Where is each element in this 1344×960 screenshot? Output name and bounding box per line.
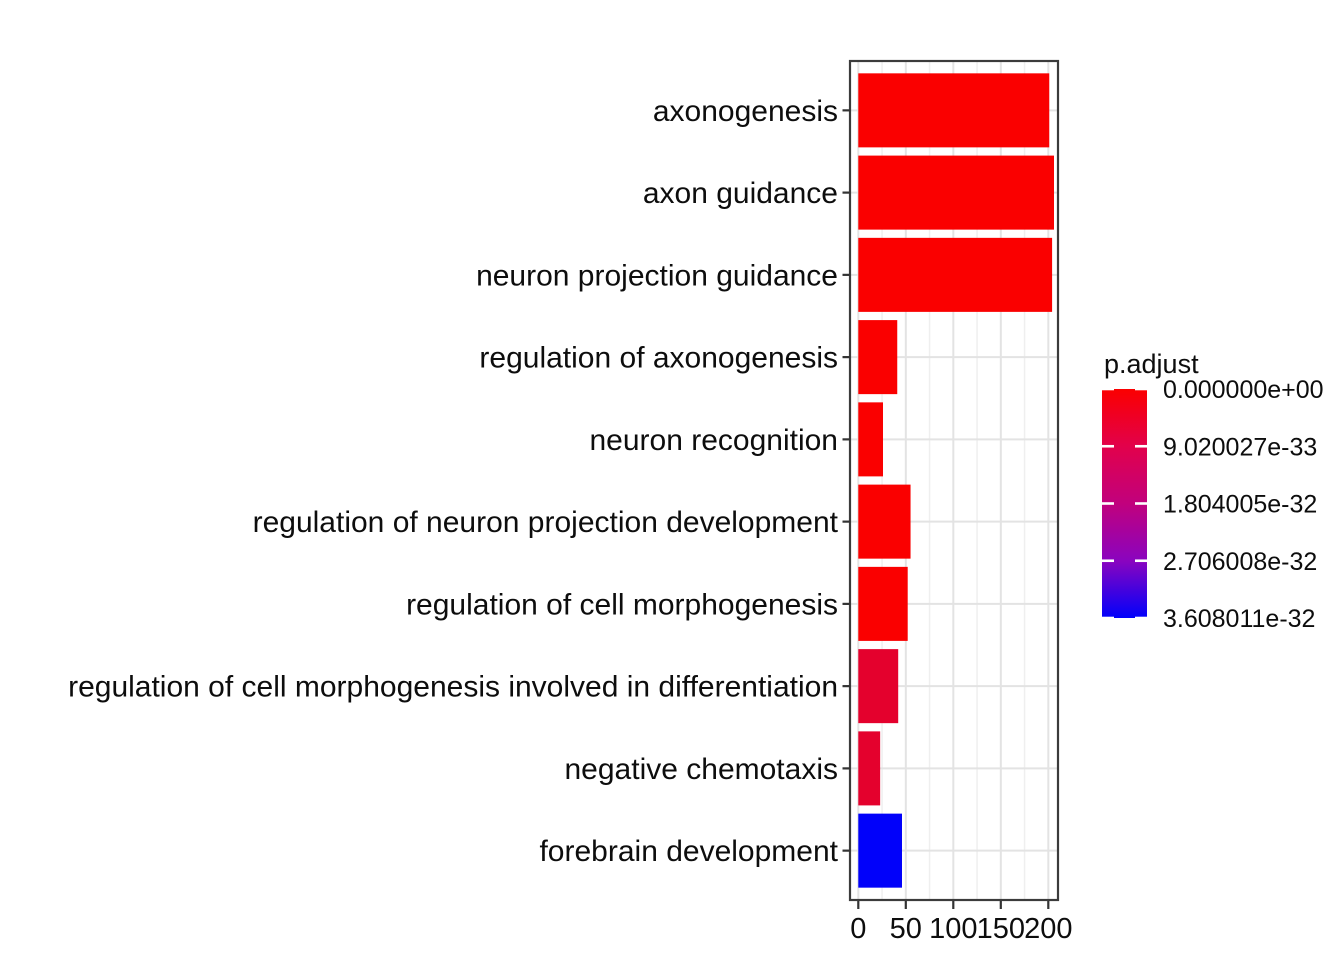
x-axis-tick-label: 100	[929, 913, 977, 945]
bar-regulation-of-cell-morphogenesis-involved-in-differentiation	[858, 649, 899, 724]
bar-negative-chemotaxis	[858, 731, 881, 806]
legend-title: p.adjust	[1104, 349, 1199, 379]
bar-neuron-projection-guidance	[858, 237, 1053, 312]
legend-label: 1.804005e-32	[1163, 491, 1317, 519]
y-axis-tick-label-neuron-recognition: neuron recognition	[589, 424, 838, 457]
bar-forebrain-development	[858, 813, 902, 888]
y-axis-tick-label-forebrain-development: forebrain development	[539, 835, 838, 868]
y-axis-tick-label-axon-guidance: axon guidance	[643, 177, 838, 210]
bar-regulation-of-cell-morphogenesis	[858, 566, 908, 641]
legend-label: 0.000000e+00	[1163, 376, 1324, 404]
panel-border	[848, 59, 1060, 902]
y-axis-tick-label-regulation-of-cell-morphogenesis: regulation of cell morphogenesis	[406, 588, 838, 621]
bar-neuron-recognition	[858, 402, 883, 477]
legend-label: 2.706008e-32	[1163, 548, 1317, 576]
x-axis-tick-label: 0	[850, 913, 866, 945]
x-axis-tick-label: 50	[890, 913, 922, 945]
bar-axon-guidance	[858, 155, 1054, 230]
y-axis-tick-label-negative-chemotaxis: negative chemotaxis	[565, 753, 839, 786]
y-axis-tick-label-regulation-of-axonogenesis: regulation of axonogenesis	[479, 342, 838, 375]
legend-label: 9.020027e-33	[1163, 433, 1317, 461]
bar-regulation-of-neuron-projection-development	[858, 484, 911, 559]
bar-axonogenesis	[858, 73, 1050, 148]
x-axis-tick-label: 150	[977, 913, 1025, 945]
y-axis-tick-label-neuron-projection-guidance: neuron projection guidance	[476, 259, 838, 292]
y-axis-tick-label-regulation-of-neuron-projection-development: regulation of neuron projection developm…	[253, 506, 839, 539]
y-axis-tick-label-regulation-of-cell-morphogenesis-involved-in-differentiation: regulation of cell morphogenesis involve…	[68, 671, 838, 704]
legend-label: 3.608011e-32	[1163, 605, 1315, 633]
bar-regulation-of-axonogenesis	[858, 320, 898, 395]
y-axis-tick-label-axonogenesis: axonogenesis	[653, 95, 838, 128]
x-axis-tick-label: 200	[1024, 913, 1072, 945]
